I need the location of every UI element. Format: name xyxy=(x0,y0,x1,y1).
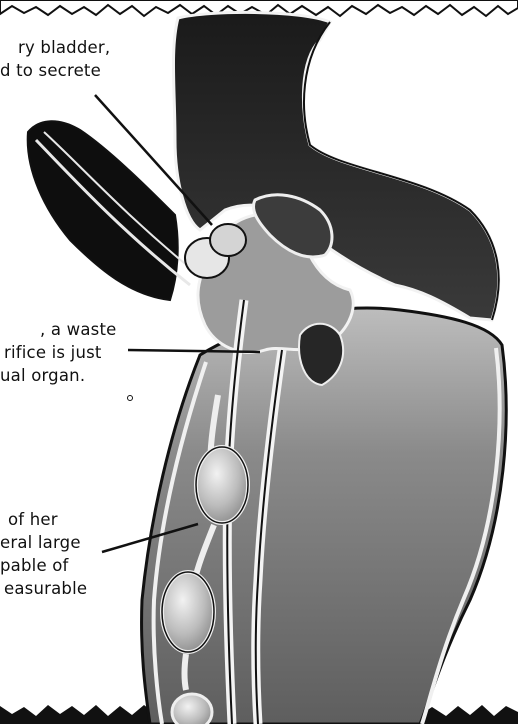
callout-top-line-1: ry bladder, xyxy=(0,36,110,59)
callout-lower-line-3: pable of xyxy=(0,554,87,577)
tail-lobe xyxy=(28,121,178,300)
callout-eggs: of her eral large pable of easurable xyxy=(0,508,87,600)
callout-orifice: , a waste rifice is just ual organ. xyxy=(0,318,116,387)
callout-middle-line-1: , a waste xyxy=(0,318,116,341)
callout-middle-line-3: ual organ. xyxy=(0,364,116,387)
callout-bladder: ry bladder, d to secrete xyxy=(0,36,110,82)
callout-lower-line-1: of her xyxy=(0,508,87,531)
callout-middle-line-2: rifice is just xyxy=(0,341,116,364)
callout-top-line-2: d to secrete xyxy=(0,59,110,82)
callout-lower-line-2: eral large xyxy=(0,531,87,554)
callout-lower-line-4: easurable xyxy=(0,577,87,600)
